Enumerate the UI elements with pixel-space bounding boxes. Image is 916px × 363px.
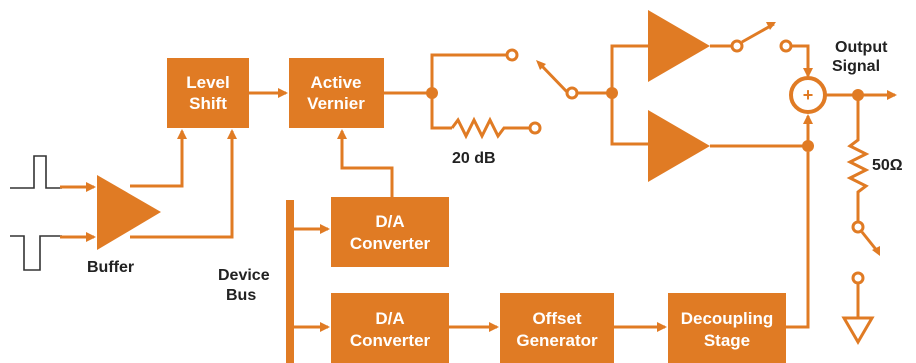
termination-resistor: [846, 95, 870, 222]
buffer-to-level-shift-wire-1: [130, 129, 187, 188]
level-shift-label-1: Level: [186, 73, 229, 92]
da-converter-2-block: [331, 293, 449, 363]
active-vernier-label-1: Active: [310, 73, 361, 92]
decoupling-stage-label-2: Stage: [704, 331, 750, 350]
upper-switch-contact-left: [730, 39, 744, 53]
attenuator-switch-pivot: [565, 86, 579, 100]
switch-contact-upper: [505, 48, 519, 62]
da-converter-2-label-1: D/A: [375, 309, 404, 328]
buffer-amplifier: [97, 175, 161, 250]
device-bus-label-2: Bus: [226, 287, 256, 304]
termination-switch-contact-top: [851, 220, 865, 234]
switch-upper-path-wire: [430, 53, 508, 93]
summing-junction-sign: +: [803, 85, 814, 105]
device-bus: [286, 200, 294, 363]
negative-pulse-icon: [10, 235, 62, 271]
offset-generator-label-1: Offset: [532, 309, 581, 328]
device-bus-label-1: Device: [218, 267, 270, 284]
decoupling-stage-label-1: Decoupling: [681, 309, 774, 328]
da-converter-1-block: [331, 197, 449, 267]
upper-to-summer-wire: [791, 44, 813, 78]
level-shift-block: [167, 58, 249, 128]
termination-label: 50Ω: [872, 157, 903, 174]
attenuator-resistor: [450, 116, 530, 140]
da1-to-vernier-wire: [337, 129, 394, 197]
level-shift-label-2: Shift: [189, 94, 227, 113]
decoupling-stage-block: [668, 293, 786, 363]
termination-switch-contact-bottom: [851, 271, 865, 285]
attenuator-path-wire: [430, 93, 452, 130]
da-converter-1-label-1: D/A: [375, 212, 404, 231]
output-signal-label-1: Output: [835, 39, 888, 56]
da-converter-1-label-2: Converter: [350, 234, 431, 253]
active-vernier-label-2: Vernier: [307, 94, 365, 113]
buffer-to-level-shift-wire-2: [130, 129, 237, 239]
upper-amp-input-wire: [610, 44, 648, 93]
offset-generator-label-2: Generator: [516, 331, 598, 350]
switch-contact-lower: [528, 121, 542, 135]
offset-generator-block: [500, 293, 614, 363]
buffer-label: Buffer: [87, 259, 134, 276]
lower-amp-input-wire: [610, 93, 648, 146]
attenuator-switch-arm: [538, 62, 570, 95]
positive-pulse-icon: [10, 155, 62, 189]
upper-amplifier: [648, 10, 710, 82]
attenuator-label: 20 dB: [452, 150, 496, 167]
lower-amplifier: [648, 110, 710, 182]
upper-switch-contact-right: [779, 39, 793, 53]
output-signal-label-2: Signal: [832, 58, 880, 75]
decoupling-to-summer-wire: [786, 152, 810, 329]
ground-icon: [841, 316, 875, 345]
da-converter-2-label-2: Converter: [350, 331, 431, 350]
active-vernier-block: [289, 58, 384, 128]
